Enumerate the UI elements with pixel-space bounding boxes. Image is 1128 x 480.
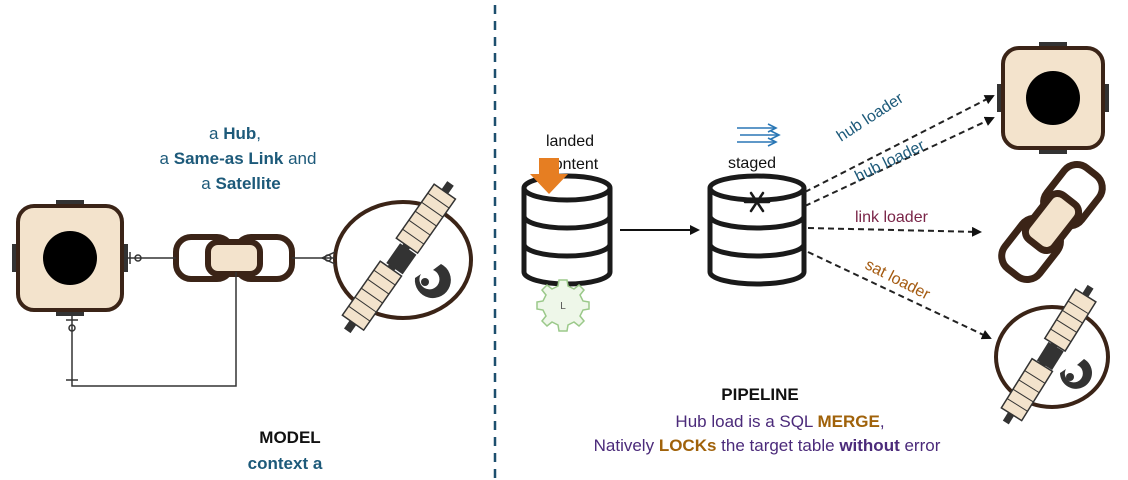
model-caption-line2: a Same-as Link and <box>160 149 317 168</box>
hub-loader-arrow-1 <box>804 95 995 193</box>
gear-icon: L <box>536 279 590 332</box>
model-caption-line1: a Hub, <box>209 124 261 143</box>
landed-database-icon <box>521 173 613 287</box>
model-subtitle: context a <box>248 454 323 473</box>
landed-label-line2: content <box>546 156 599 173</box>
sat-loader-arrow <box>807 251 992 340</box>
pipeline-line2: Natively LOCKs the target table without … <box>594 436 941 455</box>
link-loader-arrow <box>807 226 982 237</box>
satellite-icon <box>994 284 1110 425</box>
pipeline-line1: Hub load is a SQL MERGE, <box>675 412 884 431</box>
link-icon <box>998 160 1106 284</box>
model-title: MODEL <box>259 428 320 447</box>
same-as-link-icon <box>173 234 295 282</box>
gear-letter: L <box>560 301 566 312</box>
orange-down-arrow-icon <box>530 158 568 194</box>
hub-loader-label-1: hub loader <box>834 90 907 146</box>
model-caption-line3: a Satellite <box>201 174 280 193</box>
snowflake-icon <box>743 191 771 213</box>
link-loader-label: link loader <box>855 209 929 226</box>
staged-database-icon <box>707 173 807 287</box>
staged-arrows-icon <box>737 123 781 147</box>
hub-loader-arrow-2 <box>804 116 995 207</box>
hub-icon <box>12 200 128 316</box>
hub-loader-label-2: hub loader <box>852 137 928 186</box>
landed-label-line1: landed <box>546 133 594 150</box>
hub-icon <box>997 42 1109 154</box>
pipeline-title: PIPELINE <box>721 385 798 404</box>
model-relationships <box>66 251 336 387</box>
sat-loader-label: sat loader <box>862 256 933 303</box>
staged-label: staged <box>728 155 776 172</box>
satellite-icon <box>333 181 473 334</box>
